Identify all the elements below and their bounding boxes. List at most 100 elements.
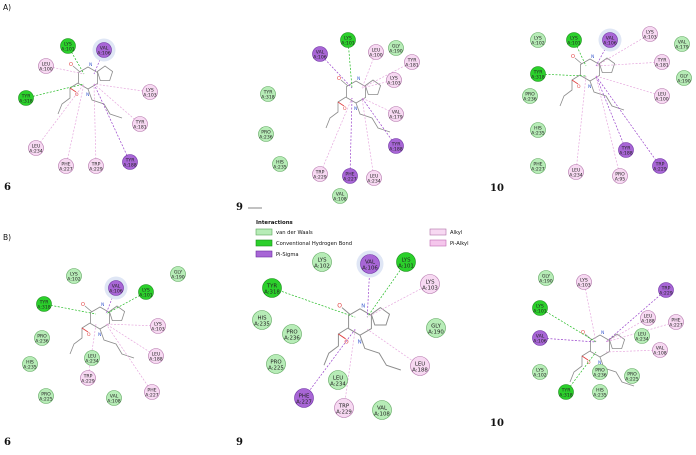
- panel-label-a: A): [3, 3, 11, 12]
- compound-label-a1: 6: [4, 182, 11, 193]
- residue-disc: [266, 354, 286, 374]
- residue-number: A:188: [123, 163, 136, 169]
- residue-disc: [404, 54, 420, 70]
- interaction-line-alkyl: [45, 65, 85, 75]
- residue-disc: [652, 158, 668, 174]
- residue-disc: [36, 296, 52, 312]
- residue-number: A:101: [567, 41, 580, 47]
- residue-number: A:100: [39, 67, 52, 73]
- residue-number: A:234: [330, 381, 346, 387]
- residue-name: LYS: [425, 279, 435, 285]
- residue-number: A:181: [133, 125, 146, 131]
- residue-name: TRP: [338, 403, 350, 409]
- residue-disc: [530, 158, 546, 174]
- residue-name: GLY: [542, 273, 551, 279]
- residue-name: TYR: [39, 299, 50, 305]
- compound-label-b2: 9: [236, 437, 243, 448]
- residue-number: A:179: [389, 115, 402, 121]
- residue-number: A:318: [264, 289, 280, 295]
- residue-disc: [530, 32, 546, 48]
- residue-name: LEU: [415, 361, 425, 367]
- residue-name: TYR: [407, 57, 418, 63]
- residue-disc: [668, 314, 684, 330]
- interaction-line-alkyl: [361, 97, 375, 179]
- residue-number: A:235: [23, 365, 36, 371]
- residue-number: A:103: [577, 283, 590, 289]
- legend-label-van-der-waals: van der Waals: [276, 230, 313, 236]
- legend-title: Interactions: [256, 220, 293, 226]
- legend-swatch-van-der-waals: [255, 228, 273, 236]
- residue-name: VAL: [377, 405, 387, 411]
- residue-disc: [272, 156, 288, 172]
- residue-name: VAL: [100, 45, 109, 51]
- legend-swatch-hydrogen-bond: [255, 239, 273, 247]
- residue-number: A:318: [19, 99, 32, 105]
- interaction-line-alkyl: [93, 83, 141, 125]
- residue-disc: [28, 140, 44, 156]
- nitrogen-atom: N: [86, 92, 89, 98]
- residue-disc: [132, 116, 148, 132]
- residue-name: LYS: [536, 303, 544, 309]
- residue-name: TYR: [21, 93, 32, 99]
- residue-name: LYS: [146, 87, 154, 93]
- interaction-line-alkyl: [595, 75, 621, 177]
- compound-label-a2: 9: [236, 202, 243, 213]
- residue-number: A:225: [268, 365, 284, 371]
- residue-number: A:236: [284, 335, 300, 341]
- residue-number: A:103: [422, 285, 438, 291]
- residue-number: A:227: [343, 177, 356, 183]
- residue-name: TRP: [83, 373, 93, 379]
- interaction-line-alkyl: [343, 329, 356, 409]
- interaction-line-alkyl: [366, 328, 421, 367]
- residue-disc: [148, 348, 164, 364]
- residue-disc: [84, 350, 100, 366]
- residue-disc: [38, 58, 54, 74]
- oxygen-atom: O: [587, 360, 591, 366]
- residue-number: A:102: [533, 373, 546, 379]
- residue-number: A:229: [653, 167, 666, 173]
- residue-number: A:235: [593, 393, 606, 399]
- residue-number: A:106: [109, 289, 122, 295]
- residue-number: A:229: [336, 409, 352, 415]
- residue-disc: [332, 188, 348, 204]
- residue-name: HIS: [276, 159, 284, 165]
- residue-name: VAL: [365, 259, 375, 265]
- residue-disc: [22, 356, 38, 372]
- amine-nitrogen: N: [89, 62, 92, 68]
- residue-name: LEU: [638, 331, 647, 337]
- residue-number: A:188: [412, 367, 428, 373]
- compound-label-b1: 6: [4, 437, 11, 448]
- oxygen-atom: O: [81, 302, 85, 308]
- interaction-line-alkyl: [105, 323, 159, 327]
- residue-name: VAL: [536, 333, 545, 339]
- legend-label-alkyl: Alkyl: [450, 230, 462, 236]
- residue-number: A:108: [107, 399, 120, 405]
- residue-disc: [642, 26, 658, 42]
- residue-name: LEU: [333, 375, 343, 381]
- residue-name: TYR: [263, 89, 274, 95]
- residue-disc: [386, 72, 402, 88]
- residue-disc: [676, 70, 692, 86]
- nitrogen-atom: N: [358, 340, 362, 346]
- interaction-line-hbond: [25, 83, 85, 99]
- interaction-line-pisigma: [539, 337, 597, 343]
